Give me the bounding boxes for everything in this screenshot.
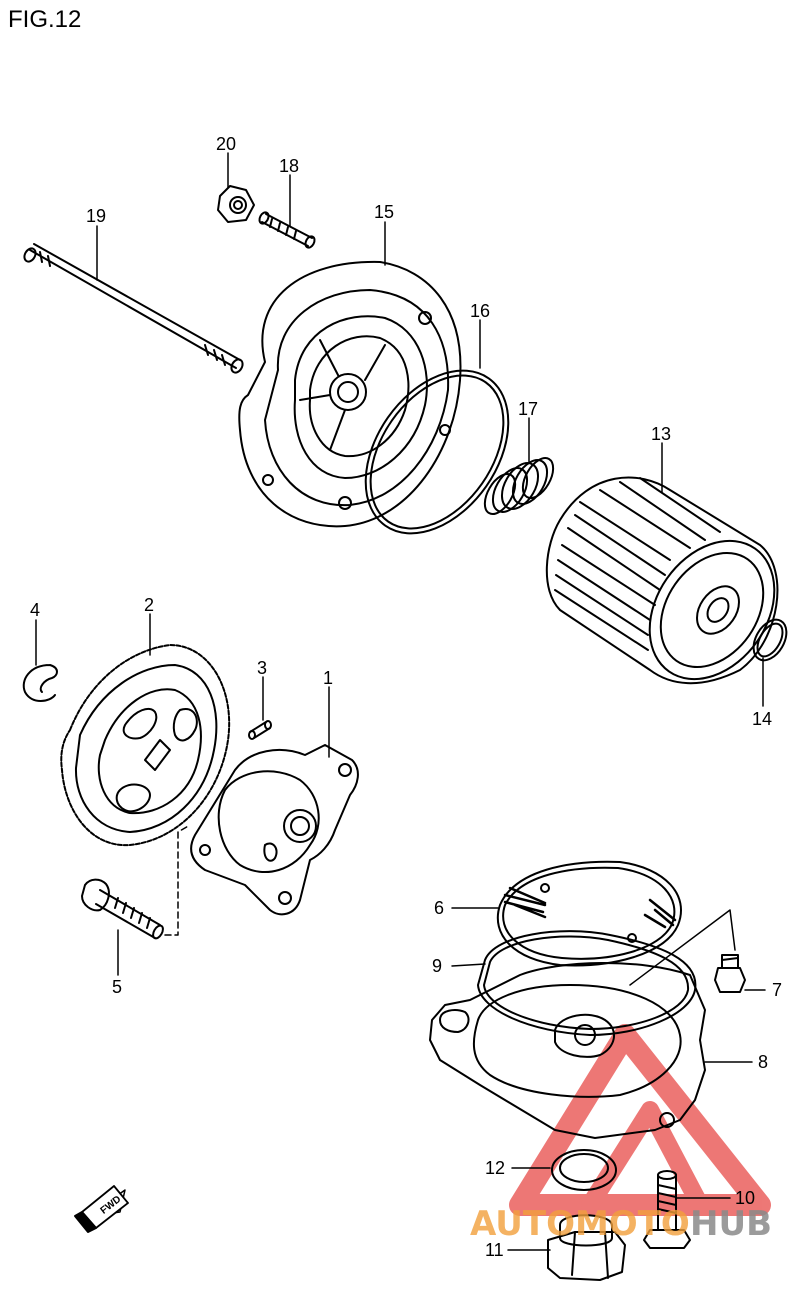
label-10: 10	[735, 1188, 755, 1208]
label-16: 16	[470, 301, 490, 321]
label-17: 17	[518, 399, 538, 419]
figure-title: FIG.12	[8, 6, 82, 33]
watermark-text: AUTOMOTO HUB	[470, 1204, 772, 1244]
label-15: 15	[374, 202, 394, 222]
spring	[483, 457, 555, 515]
label-2: 2	[144, 595, 154, 615]
fwd-arrow-icon	[74, 1185, 129, 1233]
pan-bolt	[643, 1170, 691, 1249]
watermark-part1: AUTOMOTO	[470, 1204, 690, 1244]
pan-o-ring	[477, 930, 697, 1036]
pump-bolt	[81, 824, 191, 940]
stud-short	[258, 211, 316, 249]
label-6: 6	[434, 898, 444, 918]
label-13: 13	[651, 424, 671, 444]
filter-cap	[238, 260, 462, 528]
oil-filter	[545, 476, 779, 685]
label-9: 9	[432, 956, 442, 976]
dowel-pin	[248, 720, 272, 740]
label-3: 3	[257, 658, 267, 678]
o-ring-large	[364, 369, 510, 535]
pump-gear	[60, 644, 231, 847]
label-14: 14	[752, 709, 772, 729]
drain-gasket	[551, 1149, 617, 1191]
label-4: 4	[30, 600, 40, 620]
label-7: 7	[772, 980, 782, 1000]
stud-long	[23, 243, 244, 374]
label-1: 1	[323, 668, 333, 688]
circlip	[22, 664, 58, 702]
label-20: 20	[216, 134, 236, 154]
cap-nut	[217, 185, 255, 223]
automotohub-logo	[509, 1024, 771, 1216]
oil-pan	[429, 909, 736, 1139]
label-18: 18	[279, 156, 299, 176]
pump-body	[190, 744, 359, 916]
strainer-bolt	[714, 954, 746, 993]
label-19: 19	[86, 206, 106, 226]
part-number-labels: 20 18 19 15 16 17 13 14 4 2 3 1 5 6 9 7 …	[30, 134, 782, 1260]
oil-strainer	[496, 860, 682, 967]
label-12: 12	[485, 1158, 505, 1178]
o-ring-small	[752, 618, 788, 662]
label-11: 11	[485, 1240, 504, 1260]
leader-lines	[35, 152, 766, 1251]
watermark-part2: HUB	[690, 1204, 772, 1244]
label-5: 5	[112, 977, 122, 997]
drain-plug	[547, 1214, 626, 1281]
label-8: 8	[758, 1052, 768, 1072]
